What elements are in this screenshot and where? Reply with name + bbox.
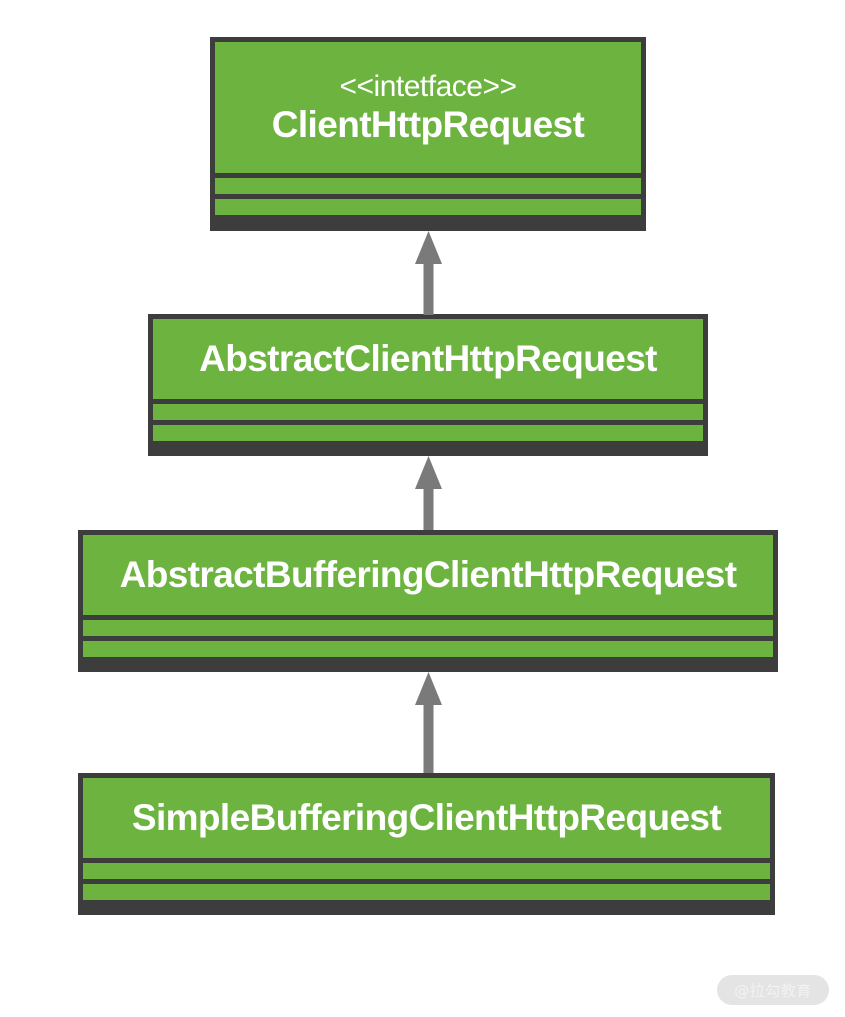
watermark-text: @拉勾教育 <box>734 981 812 1000</box>
uml-class-title-compartment: <<intetface>> ClientHttpRequest <box>215 42 641 173</box>
inheritance-arrow-abstractbufferingclienthttprequest-to-abstractclienthttprequest <box>415 456 442 530</box>
uml-class-box-simplebufferingclienthttprequest[interactable]: SimpleBufferingClientHttpRequest <box>78 773 775 915</box>
uml-class-attributes-compartment <box>83 863 770 879</box>
uml-class-box-abstractbufferingclienthttprequest[interactable]: AbstractBufferingClientHttpRequest <box>78 530 778 672</box>
uml-class-attributes-compartment <box>153 404 703 420</box>
uml-class-methods-compartment <box>153 425 703 441</box>
watermark-badge: @拉勾教育 <box>717 975 829 1005</box>
uml-class-methods-compartment <box>83 641 773 657</box>
inheritance-arrow-abstractclienthttprequest-to-clienthttprequest <box>415 231 442 315</box>
uml-class-name: AbstractClientHttpRequest <box>199 338 657 380</box>
uml-class-box-abstractclienthttprequest[interactable]: AbstractClientHttpRequest <box>148 314 708 456</box>
inheritance-arrow-simplebufferingclienthttprequest-to-abstractbufferingclienthttprequest <box>415 672 442 773</box>
uml-class-name: AbstractBufferingClientHttpRequest <box>119 554 737 596</box>
uml-class-box-clienthttprequest[interactable]: <<intetface>> ClientHttpRequest <box>210 37 646 231</box>
uml-class-stereotype: <<intetface>> <box>339 69 518 103</box>
uml-class-name: ClientHttpRequest <box>271 103 585 145</box>
uml-class-title-compartment: AbstractBufferingClientHttpRequest <box>83 535 773 615</box>
uml-class-name: SimpleBufferingClientHttpRequest <box>131 797 722 839</box>
uml-class-attributes-compartment <box>83 620 773 636</box>
uml-class-title-compartment: AbstractClientHttpRequest <box>153 319 703 399</box>
uml-class-methods-compartment <box>83 884 770 900</box>
uml-class-methods-compartment <box>215 199 641 215</box>
uml-class-title-compartment: SimpleBufferingClientHttpRequest <box>83 778 770 858</box>
uml-class-attributes-compartment <box>215 178 641 194</box>
